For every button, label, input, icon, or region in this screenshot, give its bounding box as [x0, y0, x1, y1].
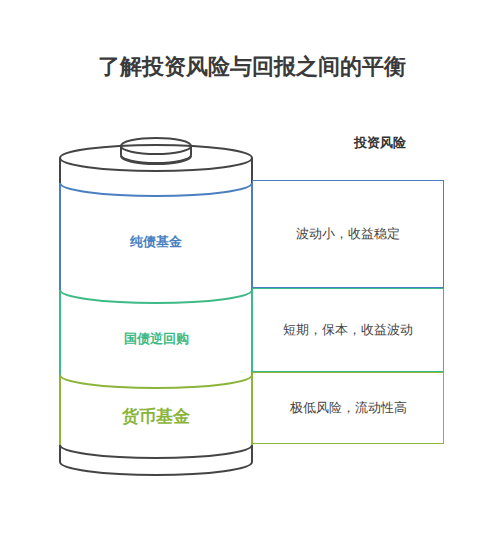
- risk-description: 波动小，收益稳定: [274, 225, 422, 244]
- fund-name: 国债逆回购: [118, 330, 195, 349]
- risk-description: 短期，保本，收益波动: [261, 321, 435, 340]
- band-label-area: 国债逆回购: [62, 303, 250, 375]
- column-header: 投资风险: [354, 134, 406, 152]
- fund-name: 货币基金: [116, 404, 196, 429]
- band-edge: [60, 183, 252, 196]
- band-label-area: 纯债基金: [62, 196, 250, 288]
- description-box: 极低风险，流动性高: [252, 372, 444, 444]
- cylinder-side: [60, 183, 252, 290]
- cylinder-side: [60, 375, 252, 445]
- band-label-area: 货币基金: [62, 388, 250, 444]
- cylinder-top: [60, 145, 252, 171]
- cylinder-side: [60, 158, 252, 183]
- fund-name: 纯债基金: [124, 233, 188, 252]
- cap-base: [121, 156, 191, 164]
- band-edge: [60, 290, 252, 303]
- band-edge: [60, 445, 252, 458]
- diagram-title: 了解投资风险与回报之间的平衡: [0, 52, 504, 82]
- band-edge: [60, 375, 252, 388]
- cylinder-bottom: [60, 462, 252, 475]
- cylinder-side: [60, 290, 252, 375]
- cylinder-side: [60, 445, 252, 462]
- description-box: 波动小，收益稳定: [252, 180, 444, 288]
- description-box: 短期，保本，收益波动: [252, 288, 444, 372]
- risk-description: 极低风险，流动性高: [268, 399, 429, 418]
